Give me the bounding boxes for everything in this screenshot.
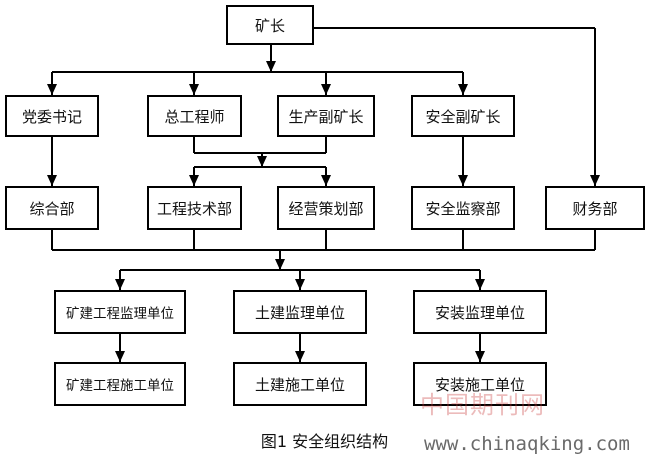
node-general-dept: 综合部 <box>5 186 99 230</box>
node-civil-supervision: 土建监理单位 <box>233 290 367 334</box>
node-install-supervision: 安装监理单位 <box>413 290 547 334</box>
node-tech-dept: 工程技术部 <box>147 186 242 230</box>
node-party-secretary: 党委书记 <box>5 95 99 137</box>
node-safety-monitor-dept: 安全监察部 <box>411 186 515 230</box>
figure-caption: 图1 安全组织结构 <box>260 432 389 451</box>
node-chief-engineer: 总工程师 <box>147 95 242 137</box>
node-operations-dept: 经营策划部 <box>277 186 375 230</box>
node-safety-deputy: 安全副矿长 <box>411 95 515 137</box>
node-production-deputy: 生产副矿长 <box>277 95 375 137</box>
node-mine-supervision: 矿建工程监理单位 <box>54 290 186 334</box>
node-mine-construction: 矿建工程施工单位 <box>54 362 186 406</box>
node-finance-dept: 财务部 <box>545 186 645 230</box>
node-install-construction: 安装施工单位 <box>413 362 547 406</box>
watermark-url: www.chinaqking.com <box>424 433 630 455</box>
node-mine-director: 矿长 <box>226 5 314 45</box>
watermark-logo: 中国期刊网 <box>420 391 545 419</box>
node-civil-construction: 土建施工单位 <box>233 362 367 406</box>
